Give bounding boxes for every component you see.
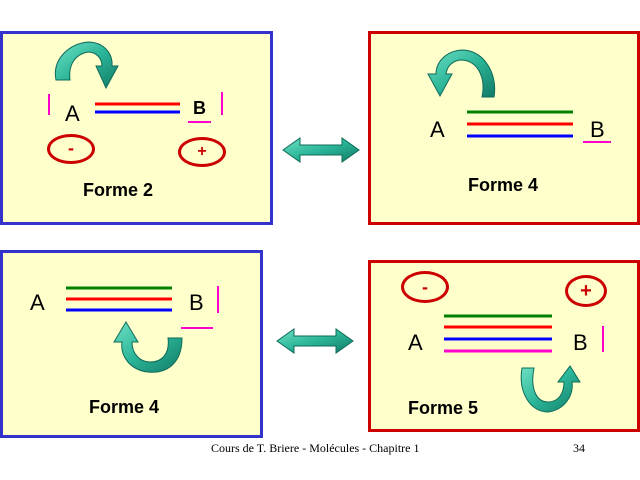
positive-charge-badge: + <box>178 137 226 167</box>
atom-a-label: A <box>30 290 45 315</box>
negative-charge-text: - <box>68 138 74 158</box>
atom-b-label: B <box>590 117 605 142</box>
positive-charge-badge: + <box>565 275 607 307</box>
resonance-double-arrow-icon <box>276 328 354 354</box>
form-caption: Forme 4 <box>89 397 160 417</box>
panel-forme-5: - + A B Forme 5 <box>368 260 640 432</box>
curved-electron-arrow-icon <box>54 41 119 90</box>
atom-a-label: A <box>408 330 423 355</box>
bonds-forme-4-top <box>467 110 611 143</box>
atom-a-label: A <box>430 117 445 142</box>
negative-charge-text: - <box>422 277 428 297</box>
atom-b-label: B <box>573 330 588 355</box>
negative-charge-badge: - <box>401 271 449 303</box>
curved-electron-arrow-icon <box>113 321 183 373</box>
positive-charge-text: + <box>580 280 592 302</box>
atom-b-label: B <box>193 98 206 118</box>
panel-forme-4-top: A B Forme 4 <box>368 31 640 225</box>
curved-electron-arrow-icon <box>427 49 496 98</box>
form-caption: Forme 4 <box>468 175 539 195</box>
panel-forme-2: A B - + Forme 2 <box>0 31 273 225</box>
footer-course-text: Cours de T. Briere - Molécules - Chapitr… <box>211 441 420 455</box>
resonance-double-arrow-icon <box>282 137 360 163</box>
form-caption: Forme 2 <box>83 180 154 200</box>
form-caption: Forme 5 <box>408 398 479 418</box>
bonds-forme-5 <box>444 314 604 353</box>
bonds-forme-2 <box>48 92 223 123</box>
atom-a-label: A <box>65 101 80 126</box>
atom-b-label: B <box>189 290 204 315</box>
curved-electron-arrow-icon <box>520 365 581 413</box>
bonds-forme-4-bottom <box>66 286 219 329</box>
negative-charge-badge: - <box>47 134 95 164</box>
footer-page-number: 34 <box>573 441 585 455</box>
positive-charge-text: + <box>197 143 207 160</box>
